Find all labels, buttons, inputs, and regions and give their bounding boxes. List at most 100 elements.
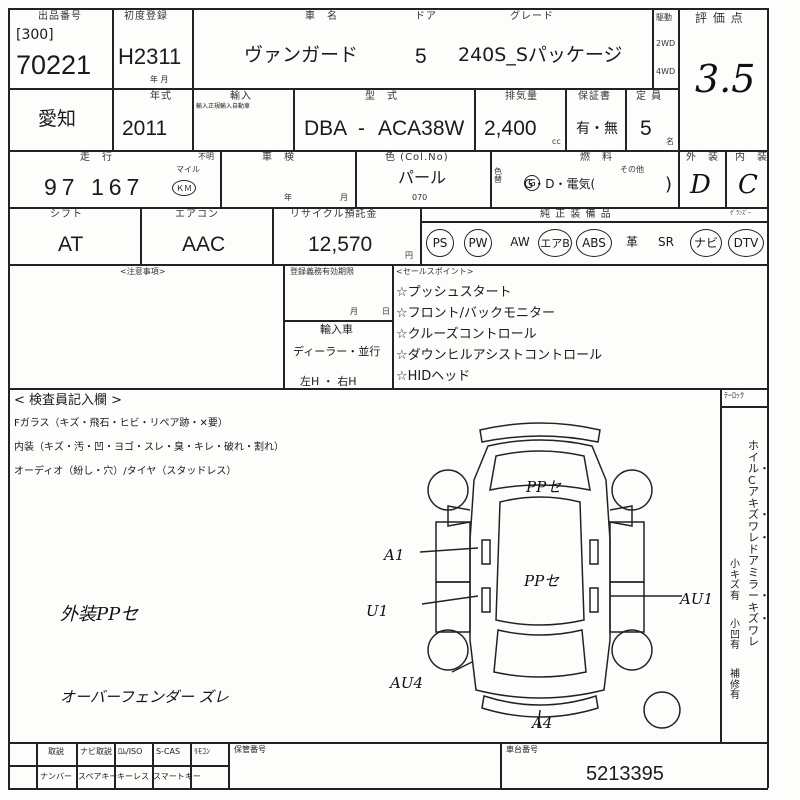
warranty-value: 有・無 [576,121,618,137]
car-name-label: 車 名 [305,11,338,22]
inspection-year: 年 [284,193,292,202]
equip-dtv: DTV [728,229,764,257]
import-label: 輸入 [230,91,252,102]
mark-roof: PPセ [526,478,562,496]
model-year-label: 年式 [150,91,172,102]
grade-label: グレード [510,11,554,22]
type-prefix: DBA [304,117,348,140]
audio-line: オーディオ（紛し・穴）/タイヤ（スタッドレス） [14,466,237,477]
footer-item: ナンバー [40,772,72,781]
fuel-label: 燃 料 [580,152,613,163]
equip-abs: ABS [576,229,612,257]
tirelock-line [720,406,768,408]
footer-mid-line [8,765,228,767]
col-line [293,88,295,150]
border-left [8,8,10,788]
capacity: 5 [640,117,652,140]
steering: 左H ・ 右H [300,375,357,388]
lot-label: 出品番号 [38,11,82,22]
caution-label: <注意事項> [120,267,166,276]
tire-lock-label: ﾃｰﾛｯｸ [724,391,744,400]
sales-point: ☆クルーズコントロール [396,327,537,342]
score-label: 評 価 点 [695,11,744,25]
side-note-dent: 小凹有 [730,619,740,651]
col-line [625,88,627,150]
equip-header-line [420,221,767,223]
color-label: 色 (Col.No) [385,152,449,163]
col-line [490,150,492,207]
first-reg-label: 初度登録 [124,11,168,22]
col-line [192,88,194,150]
col-line [190,742,192,788]
expiry-month: 月 [350,307,358,316]
equip-dtv-label: DTV [728,229,764,257]
col-line [76,742,78,788]
drive-2wd: 2WD [656,39,676,48]
col-line [678,8,680,207]
recycle-label: リサイクル預託金 [290,209,378,220]
inspection-section-label: < 検査員記入欄 > [14,393,123,408]
row-line-4 [8,264,768,266]
notes-inner-line [283,320,392,322]
footer-item: S-CAS [156,747,181,756]
mileage-unit-mile: マイル [176,165,200,174]
equip-abs-label: ABS [576,229,612,257]
recycle-unit: 円 [405,251,413,260]
capacity-unit: 名 [666,137,674,146]
grade-value: 240S_Sパッケージ [458,44,623,66]
type-dash: - [358,117,365,140]
mark-center: PPセ [524,572,560,590]
first-reg-note: 年 月 [150,75,169,84]
equip-leather: 革 [625,235,638,249]
equip-pw-label: PW [464,229,492,257]
col-line [228,742,230,788]
col-line [114,742,116,788]
footer-item: ﾛﾑ/ISO [118,747,143,756]
interior-line: 内装（キズ・汚・凹・ヨゴ・スレ・臭・キレ・破れ・割れ） [14,442,284,453]
row-line-5 [8,388,768,390]
region: 愛知 [38,108,77,130]
capacity-label: 定 員 [636,91,663,102]
doors-value: 5 [415,45,427,68]
equip-ps: PS [426,229,456,257]
footer-item: ﾘﾓｺﾝ [194,747,210,756]
storage-label: 保管番号 [234,745,266,754]
fuel-g-circle: G [524,175,540,191]
interior-label: 内 装 [735,152,768,163]
equip-airbag-label: エアB [538,229,572,257]
col-line [720,388,722,742]
sales-point: ☆HIDヘッド [396,369,471,384]
exterior-label: 外 装 [686,152,719,163]
mileage-unit-km: ＫＭ [172,180,196,196]
recycle-fee: 12,570 [308,233,373,256]
equip-pw: PW [464,229,494,257]
door-label: ドア [415,11,437,22]
col-line [500,742,502,788]
ac-value: AAC [182,233,226,256]
col-line [36,742,38,788]
type-code: ACA38W [378,117,465,140]
drive-label: 駆動 [656,13,672,22]
type-label: 型 式 [365,91,398,102]
drive-4wd: 4WD [656,67,676,76]
footer-item: ナビ取説 [80,747,112,756]
interior-grade: C [738,170,758,200]
color-no: 070 [412,193,428,202]
mark-right-rear-door: AU1 [680,590,714,608]
mark-rear-bumper: A4 [532,714,553,732]
mark-left-rear-door: U1 [366,602,389,620]
col-line [565,88,567,150]
model-year: 2011 [122,117,168,140]
color-change: 色替 [494,167,502,184]
fuel-close: ) [665,174,673,195]
border-top [8,8,768,10]
inspection-month: 月 [340,193,348,202]
footer-item: キーレス [117,772,149,781]
col-line [272,207,274,264]
displacement-label: 排気量 [505,91,538,102]
equip-navi: ナビ [690,229,722,257]
col-line [652,8,654,88]
side-note-scratch: 小キズ有 [730,559,740,602]
sales-label: <セールスポイント> [396,267,474,276]
